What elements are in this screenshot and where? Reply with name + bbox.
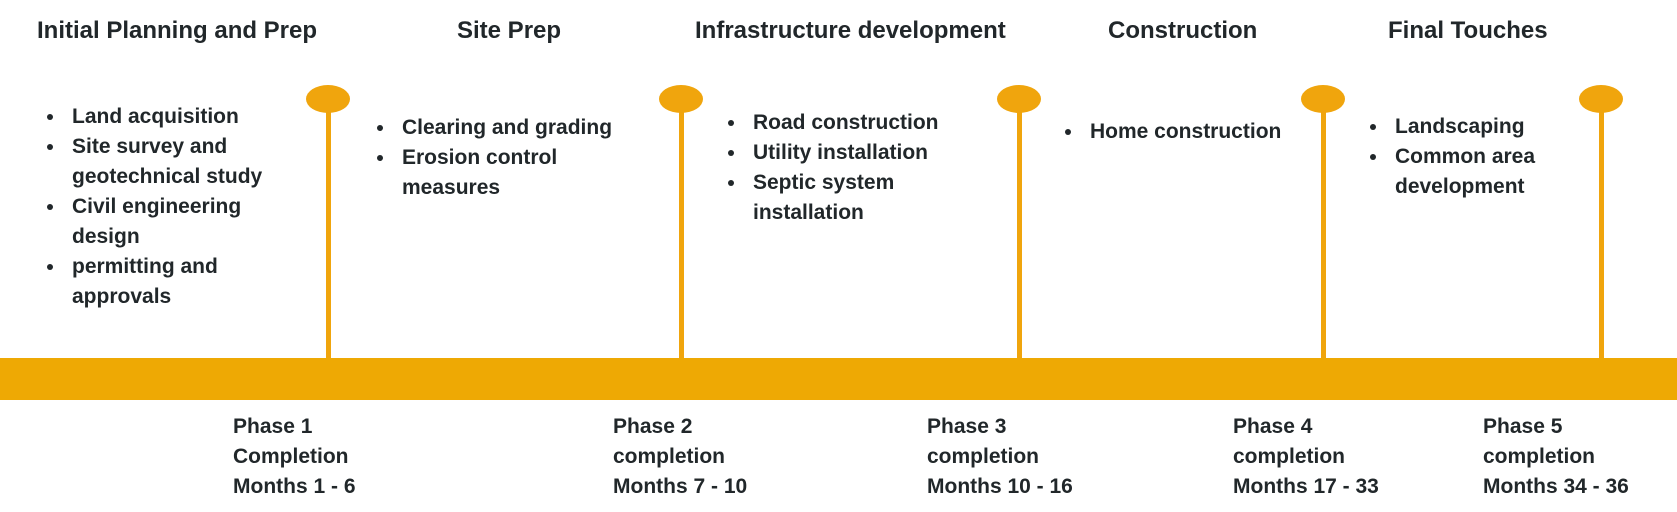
phase-label-line: Months 17 - 33 xyxy=(1233,475,1379,498)
milestone-pin-stem-3 xyxy=(1017,98,1022,358)
phase-label-4: Phase 4 completion Months 17 - 33 xyxy=(1233,412,1379,502)
bullet-text: Common area development xyxy=(1395,145,1536,198)
phase-label-5: Phase 5 completion Months 34 - 36 xyxy=(1483,412,1629,502)
bullet-text: Home construction xyxy=(1090,120,1282,143)
bullet-marker-icon xyxy=(1370,154,1376,160)
phase-label-line: Months 34 - 36 xyxy=(1483,475,1629,498)
milestone-pin-head-2 xyxy=(659,85,703,113)
bullet-item: permitting and approvals xyxy=(46,252,291,312)
bullet-item: Civil engineering design xyxy=(46,192,291,252)
bullet-marker-icon xyxy=(728,150,734,156)
milestone-pin-stem-4 xyxy=(1321,98,1326,358)
bullet-item: Landscaping xyxy=(1369,112,1554,142)
bullet-item: Home construction xyxy=(1064,117,1314,147)
bullet-marker-icon xyxy=(377,155,383,161)
phase-2-bullets: Clearing and grading Erosion control mea… xyxy=(376,113,626,203)
phase-label-line: Phase 5 xyxy=(1483,415,1563,438)
milestone-pin-head-4 xyxy=(1301,85,1345,113)
bullet-item: Erosion control measures xyxy=(376,143,626,203)
bullet-marker-icon xyxy=(47,144,53,150)
bullet-marker-icon xyxy=(728,180,734,186)
phase-label-2: Phase 2 completion Months 7 - 10 xyxy=(613,412,747,502)
milestone-pin-stem-5 xyxy=(1599,98,1604,358)
bullet-text: Septic system installation xyxy=(753,171,895,224)
phase-title-3: Infrastructure development xyxy=(695,17,1006,44)
phase-label-line: completion xyxy=(927,445,1040,468)
phase-title-1: Initial Planning and Prep xyxy=(37,17,318,44)
phase-5-bullets: Landscaping Common area development xyxy=(1369,112,1554,202)
bullet-marker-icon xyxy=(1065,129,1071,135)
phase-title-2: Site Prep xyxy=(457,17,562,44)
phase-label-line: Months 1 - 6 xyxy=(233,475,356,498)
bullet-marker-icon xyxy=(1370,124,1376,130)
phase-label-1: Phase 1 Completion Months 1 - 6 xyxy=(233,412,356,502)
bullet-item: Land acquisition xyxy=(46,102,291,132)
phase-label-line: Months 10 - 16 xyxy=(927,475,1073,498)
bullet-item: Site survey and geotechnical study xyxy=(46,132,291,192)
phase-label-line: completion xyxy=(613,445,726,468)
milestone-pin-head-5 xyxy=(1579,85,1623,113)
bullet-text: Land acquisition xyxy=(72,105,239,128)
bullet-text: Civil engineering design xyxy=(72,195,242,248)
timeline-bar xyxy=(0,358,1677,400)
bullet-marker-icon xyxy=(377,125,383,131)
phase-label-line: completion xyxy=(1483,445,1596,468)
phase-label-line: Completion xyxy=(233,445,349,468)
phase-3-bullets: Road construction Utility installation S… xyxy=(727,108,962,228)
phase-label-line: Phase 2 xyxy=(613,415,693,438)
bullet-text: Erosion control measures xyxy=(402,146,558,199)
bullet-text: permitting and approvals xyxy=(72,255,218,308)
milestone-pin-stem-2 xyxy=(679,98,684,358)
bullet-text: Landscaping xyxy=(1395,115,1525,138)
bullet-marker-icon xyxy=(47,204,53,210)
bullet-text: Clearing and grading xyxy=(402,116,613,139)
bullet-item: Utility installation xyxy=(727,138,962,168)
milestone-pin-stem-1 xyxy=(326,98,331,358)
phase-title-5: Final Touches xyxy=(1388,17,1548,44)
bullet-item: Common area development xyxy=(1369,142,1554,202)
bullet-text: Utility installation xyxy=(753,141,929,164)
bullet-item: Clearing and grading xyxy=(376,113,626,143)
phase-label-line: Phase 3 xyxy=(927,415,1007,438)
bullet-text: Site survey and geotechnical study xyxy=(72,135,263,188)
phase-1-bullets: Land acquisition Site survey and geotech… xyxy=(46,102,291,312)
milestone-pin-head-1 xyxy=(306,85,350,113)
bullet-text: Road construction xyxy=(753,111,939,134)
milestone-pin-head-3 xyxy=(997,85,1041,113)
phase-4-bullets: Home construction xyxy=(1064,117,1314,147)
bullet-marker-icon xyxy=(47,114,53,120)
phase-label-line: Months 7 - 10 xyxy=(613,475,748,498)
bullet-item: Septic system installation xyxy=(727,168,962,228)
bullet-item: Road construction xyxy=(727,108,962,138)
phase-label-line: Phase 1 xyxy=(233,415,313,438)
phase-label-3: Phase 3 completion Months 10 - 16 xyxy=(927,412,1073,502)
phase-title-4: Construction xyxy=(1108,17,1258,44)
phase-label-line: Phase 4 xyxy=(1233,415,1313,438)
bullet-marker-icon xyxy=(47,264,53,270)
phase-label-line: completion xyxy=(1233,445,1346,468)
bullet-marker-icon xyxy=(728,120,734,126)
